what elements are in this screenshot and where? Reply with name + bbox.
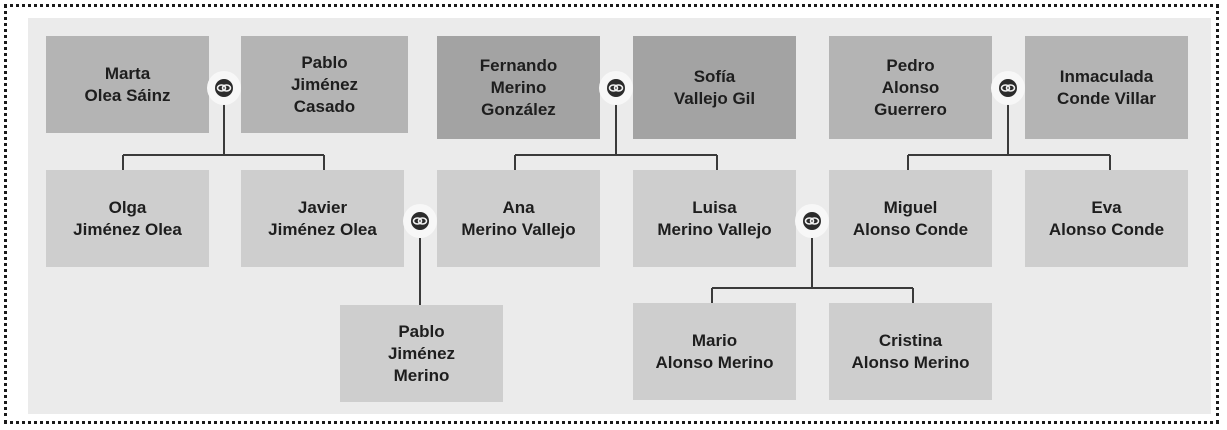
person-box: Ana Merino Vallejo — [437, 170, 600, 267]
person-name: Mario Alonso Merino — [655, 330, 774, 372]
person-box: Mario Alonso Merino — [633, 303, 796, 400]
person-name: Marta Olea Sáinz — [84, 63, 171, 105]
person-name: Pedro Alonso Guerrero — [874, 55, 947, 119]
connector-family-1 — [122, 100, 325, 170]
person-box: Javier Jiménez Olea — [241, 170, 404, 267]
person-name: Ana Merino Vallejo — [461, 197, 576, 239]
person-box: Marta Olea Sáinz — [46, 36, 209, 133]
person-name: Cristina Alonso Merino — [851, 330, 970, 372]
person-box: Miguel Alonso Conde — [829, 170, 992, 267]
person-box: Sofía Vallejo Gil — [633, 36, 796, 139]
connector-family-2 — [514, 103, 718, 170]
person-box: Luisa Merino Vallejo — [633, 170, 796, 267]
person-box: Eva Alonso Conde — [1025, 170, 1188, 267]
connector-luisa-miguel — [711, 238, 914, 303]
person-box: Olga Jiménez Olea — [46, 170, 209, 267]
marriage-rings-icon — [207, 71, 241, 105]
person-name: Fernando Merino González — [479, 55, 558, 119]
person-name: Miguel Alonso Conde — [852, 197, 969, 239]
person-name: Olga Jiménez Olea — [73, 197, 182, 239]
person-box: Pedro Alonso Guerrero — [829, 36, 992, 139]
person-box: Fernando Merino González — [437, 36, 600, 139]
person-name: Luisa Merino Vallejo — [657, 197, 772, 239]
marriage-rings-icon — [599, 71, 633, 105]
person-name: Inmaculada Conde Villar — [1057, 66, 1156, 108]
person-box: Pablo Jiménez Merino — [340, 305, 503, 402]
marriage-rings-icon — [795, 204, 829, 238]
person-name: Javier Jiménez Olea — [268, 197, 377, 239]
person-box: Cristina Alonso Merino — [829, 303, 992, 400]
person-name: Pablo Jiménez Merino — [387, 321, 456, 385]
diagram-frame — [4, 4, 1219, 424]
person-box: Pablo Jiménez Casado — [241, 36, 408, 133]
person-name: Pablo Jiménez Casado — [290, 52, 359, 116]
person-name: Sofía Vallejo Gil — [673, 66, 756, 108]
connector-family-3 — [907, 103, 1111, 170]
person-name: Eva Alonso Conde — [1048, 197, 1165, 239]
marriage-rings-icon — [403, 204, 437, 238]
person-box: Inmaculada Conde Villar — [1025, 36, 1188, 139]
marriage-rings-icon — [991, 71, 1025, 105]
